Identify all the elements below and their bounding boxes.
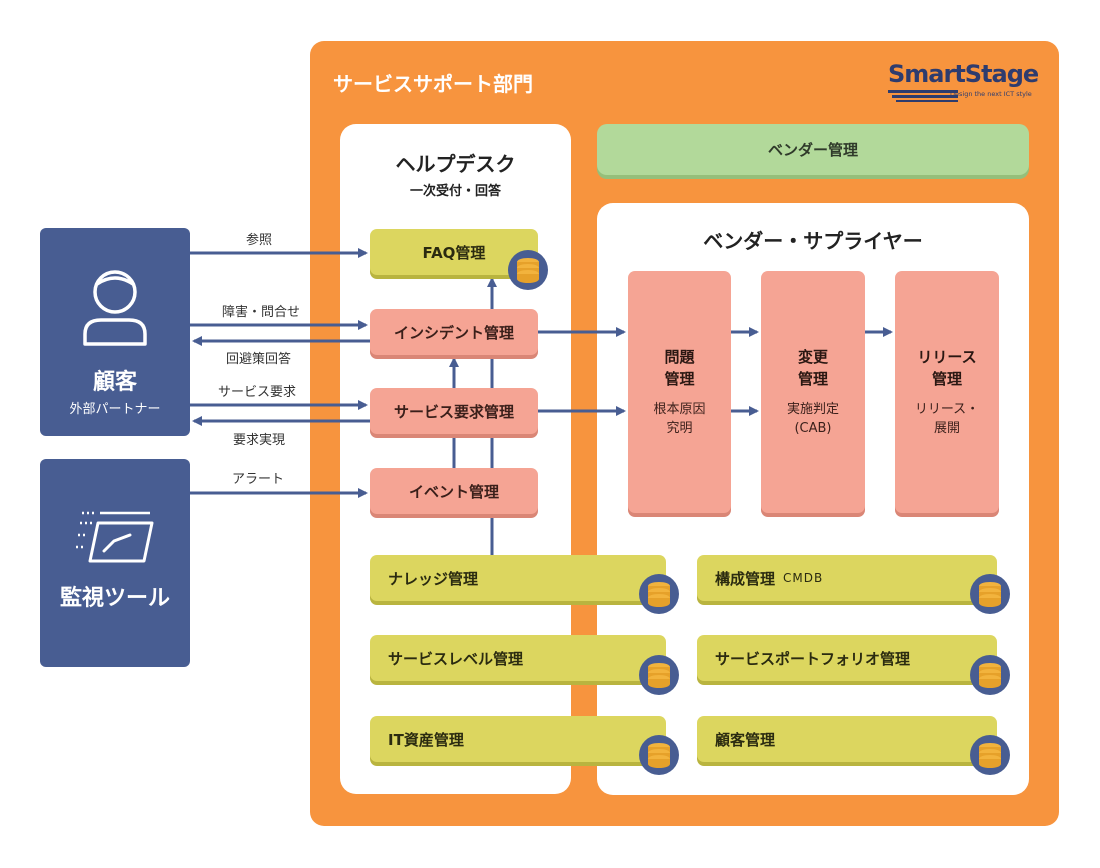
label-incident-inquiry: 障害・問合せ [222,305,301,320]
knowledge-management-box: ナレッジ管理 [370,555,666,601]
release-desc-line1: リリース・ [914,402,980,417]
change-management-box: 変更管理 実施判定 (CAB) [761,271,865,513]
incident-management-box: インシデント管理 [370,309,538,355]
logo-tagline: Design the next ICT style [950,90,1032,98]
it-asset-management-label: IT資産管理 [388,730,464,749]
change-title-line2: 管理 [797,370,828,388]
customer-management-box: 顧客管理 [697,716,997,762]
service-level-management-box: サービスレベル管理 [370,635,666,681]
label-alert: アラート [232,472,285,487]
release-title-line1: リリース [917,348,977,366]
logo-stripes-icon [888,90,958,102]
change-desc-line1: 実施判定 [786,402,839,417]
label-request-fulfilled: 要求実現 [233,433,286,448]
event-management-label: イベント管理 [408,482,499,501]
customer-title: 顧客 [92,370,137,395]
problem-title-line2: 管理 [664,370,695,388]
vendor-management-bar: ベンダー管理 [597,124,1029,175]
smartstage-logo [888,60,1038,106]
service-request-management-box: サービス要求管理 [370,388,538,434]
problem-desc-line2: 究明 [666,421,693,436]
event-management-box: イベント管理 [370,468,538,514]
it-asset-management-box: IT資産管理 [370,716,666,762]
release-title-line2: 管理 [931,370,962,388]
logo-text: SmartStage [888,60,1039,88]
database-icon [508,250,548,290]
release-desc-line2: 展開 [933,421,960,436]
customer-management-label: 顧客管理 [715,730,776,749]
cmdb-tag: CMDB [783,571,824,585]
service-level-management-label: サービスレベル管理 [388,649,524,668]
service-portfolio-management-label: サービスポートフォリオ管理 [715,649,911,668]
release-management-box: リリース管理 リリース・展開 [895,271,999,513]
service-request-management-label: サービス要求管理 [393,402,514,421]
configuration-management-label: 構成管理 [715,569,776,588]
problem-title-line1: 問題 [664,348,695,366]
customer-subtitle: 外部パートナー [69,402,161,417]
knowledge-management-label: ナレッジ管理 [388,569,479,588]
monitoring-tool-title: 監視ツール [59,586,170,611]
customer-box [40,228,190,436]
label-workaround-answer: 回避策回答 [226,352,292,367]
label-reference: 参照 [246,233,273,248]
database-icon [970,655,1010,695]
database-icon [970,574,1010,614]
database-icon [639,735,679,775]
label-service-request: サービス要求 [218,385,297,400]
database-icon [639,574,679,614]
faq-management-label: FAQ管理 [422,243,486,262]
problem-management-box: 問題管理 根本原因究明 [628,271,731,513]
service-portfolio-management-box: サービスポートフォリオ管理 [697,635,997,681]
monitor-window-icon [76,511,154,563]
database-icon [639,655,679,695]
helpdesk-title: ヘルプデスク [395,152,516,176]
change-desc-line2: (CAB) [794,421,832,436]
change-title-line1: 変更 [797,348,828,366]
vendor-supplier-title: ベンダー・サプライヤー [703,229,923,253]
configuration-management-box: 構成管理 CMDB [697,555,997,601]
person-icon [83,270,147,346]
database-icon [970,735,1010,775]
department-title: サービスサポート部門 [333,72,533,96]
incident-management-label: インシデント管理 [393,323,514,342]
problem-desc-line1: 根本原因 [653,402,706,417]
monitoring-tool-box [40,459,190,667]
helpdesk-subtitle: 一次受付・回答 [409,184,501,199]
